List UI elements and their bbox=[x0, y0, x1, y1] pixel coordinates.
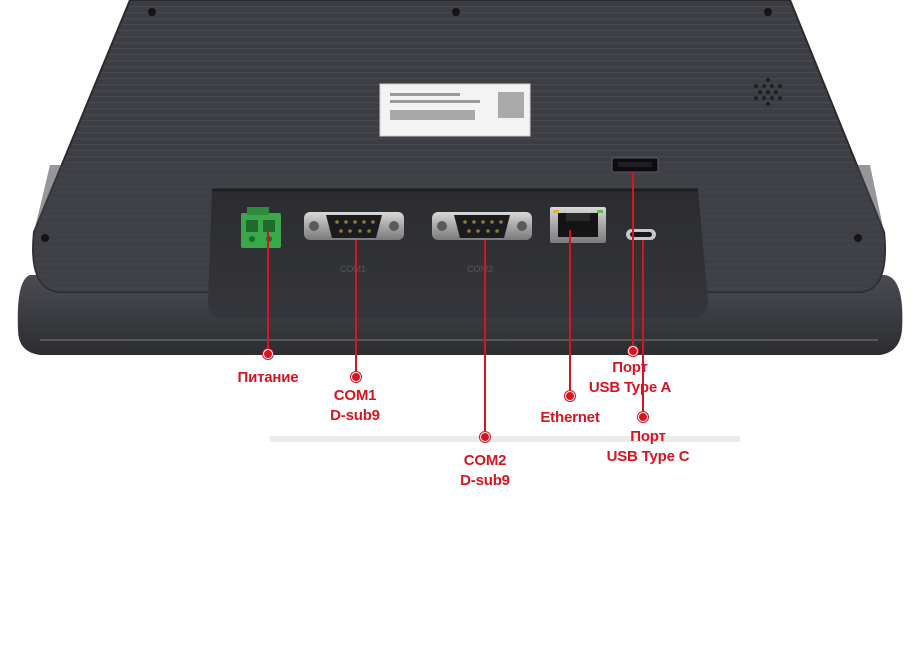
usb-c-callout-line bbox=[642, 240, 644, 416]
usb-c-callout-dot bbox=[638, 412, 648, 422]
com1-callout-line bbox=[355, 240, 357, 376]
power-callout-dot bbox=[263, 349, 273, 359]
callout-usb-c: Порт USB Type C bbox=[606, 428, 690, 465]
com2-callout-line bbox=[484, 240, 486, 436]
com2-db9-connector bbox=[432, 212, 532, 240]
usb-a-callout-dot bbox=[628, 346, 638, 356]
ethernet-rj45-port bbox=[550, 207, 606, 243]
callout-usb-a: Порт USB Type A bbox=[588, 359, 672, 396]
silk-com2-text: COM2 bbox=[467, 264, 493, 274]
com1-db9-connector bbox=[304, 212, 404, 240]
power-callout-line bbox=[267, 232, 269, 352]
ethernet-callout-dot bbox=[565, 391, 575, 401]
power-terminal-block bbox=[241, 207, 281, 248]
usb-c-port bbox=[626, 229, 656, 240]
callout-com2: COM2 D-sub9 bbox=[460, 452, 510, 489]
callout-power: Питание bbox=[237, 369, 299, 386]
com2-callout-dot bbox=[480, 432, 490, 442]
com1-callout-dot bbox=[351, 372, 361, 382]
callout-com1: COM1 D-sub9 bbox=[330, 387, 380, 424]
callout-ethernet: Ethernet bbox=[540, 409, 600, 426]
ethernet-callout-line bbox=[569, 230, 571, 395]
product-label-sticker bbox=[379, 83, 531, 137]
speaker-grille bbox=[754, 78, 782, 106]
usb-a-callout-line bbox=[632, 172, 634, 350]
silk-com1-text: COM1 bbox=[340, 264, 366, 274]
